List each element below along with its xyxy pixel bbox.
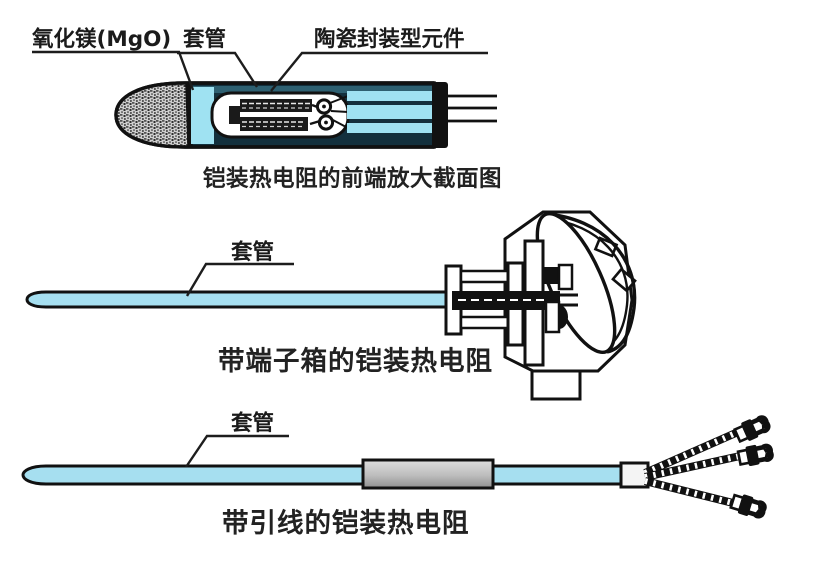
tube-end-cap — [432, 82, 448, 148]
conduit-stem — [530, 367, 582, 401]
caption-lead-wires: 带引线的铠装热电阻 — [222, 508, 470, 539]
tube-outline — [114, 81, 434, 149]
fork-terminal-1 — [733, 413, 771, 444]
caption-terminal-box: 带端子箱的铠装热电阻 — [218, 346, 493, 377]
lid-tab-lower — [611, 267, 637, 293]
fork-terminal-3 — [730, 492, 767, 521]
fork-terminal-2 — [737, 442, 773, 468]
sheath-tube-3 — [21, 464, 625, 486]
end-connector — [619, 461, 650, 489]
lid-rim-outer — [544, 212, 637, 354]
lead-wires-long — [643, 428, 741, 507]
tube-inner-band — [191, 86, 435, 93]
caption-front-section: 铠装热电阻的前端放大截面图 — [203, 165, 502, 192]
label-sheath-fig3: 套管 — [231, 410, 274, 436]
label-mgo: 氧化镁(MgO) — [31, 26, 171, 52]
mgo-filling — [116, 83, 189, 147]
figure-lead-wires: 套管 带引线的铠装热电阻 — [21, 410, 773, 539]
terminal-box-head — [444, 210, 637, 401]
label-ceramic-element: 陶瓷封装型元件 — [314, 27, 465, 52]
callout-leaders-fig1 — [32, 50, 488, 92]
conductor-channels — [347, 91, 434, 133]
tip-divider — [185, 83, 193, 147]
transition-sleeve — [361, 458, 495, 490]
head-internals — [444, 239, 578, 367]
callout-leader-fig3 — [185, 434, 289, 468]
figure-front-section: 氧化镁(MgO) 套管 陶瓷封装型元件 铠装热电阻的前端放大截面图 — [31, 26, 502, 192]
figure-terminal-box: 套管 带端子箱的铠装热电阻 — [25, 210, 637, 401]
lead-wires-short — [448, 94, 497, 123]
callout-leader-fig2 — [185, 262, 294, 297]
tube-wall-cyan — [191, 87, 214, 144]
label-sheath-fig2: 套管 — [231, 239, 274, 265]
sheath-tube-2 — [25, 290, 454, 309]
ceramic-element — [229, 95, 349, 131]
label-sheath-fig1: 套管 — [183, 26, 226, 52]
